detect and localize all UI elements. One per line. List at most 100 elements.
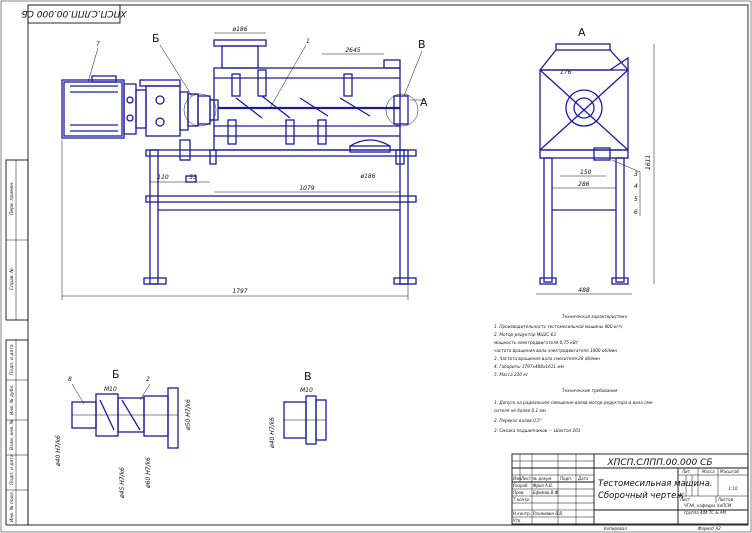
title-nctrl: Н.контр. [513, 511, 531, 516]
dim-d186-low: ø186 [359, 173, 375, 180]
dim-2645: 2645 [345, 47, 360, 54]
detail-v: В М10 ø40 H7/k6 [269, 370, 327, 449]
callout-7: 7 [96, 41, 100, 48]
title-role-sign: Подп. [560, 476, 572, 481]
detail-b-fit1: ø40 H7/k6 [55, 435, 62, 467]
tech-char-line-7: 5. Масса 230 кг [494, 372, 529, 377]
side-label-6: Подп. и дата [9, 454, 15, 485]
title-scale: 1:10 [729, 486, 738, 491]
callout-6: 6 [634, 209, 638, 216]
title-sheets: Листов [717, 497, 734, 502]
top-code-text: ХПСП.СЛПП.00.000 СБ [21, 8, 127, 18]
left-side-strip: Перв. примен. Справ. № Подп. и дата Инв.… [5, 159, 29, 526]
front-callouts: 1 7 Б В А [87, 32, 428, 109]
bearing-v [385, 93, 419, 127]
title-dev: Разраб. [513, 483, 529, 488]
front-view: ø186 2645 110 53 1079 ø186 1797 1 7 Б В … [61, 26, 428, 300]
dim-53: 53 [189, 174, 197, 181]
tech-char-line-5: 3. Частота вращения вала смесителя 28 об… [494, 356, 600, 361]
detail-b-fit3: ø60 H7/k6 [145, 457, 152, 489]
side-label-4: Инв. № дубл. [9, 384, 15, 415]
title-appr: Утв. [513, 518, 521, 523]
dim-1611: 1611 [645, 155, 652, 170]
callout-1: 1 [306, 38, 310, 45]
top-code-box: ХПСП.СЛПП.00.000 СБ [21, 4, 128, 24]
title-university-2: группа 444 ТС & АМ [684, 510, 727, 515]
dim-488: 488 [578, 287, 590, 294]
callout-2: 2 [146, 376, 150, 383]
trough [213, 39, 401, 145]
callout-5: 5 [634, 196, 638, 203]
title-name-line-2: Сборочный чертеж [598, 491, 684, 501]
side-dimensions: 176 150 286 1611 488 [536, 44, 655, 295]
tech-char-line-4: частота вращения вала электродвигателя 1… [494, 348, 617, 353]
tech-req-line-2: сителя не более 0,1 мм [494, 408, 546, 413]
front-dimensions: ø186 2645 110 53 1079 ø186 1797 [61, 26, 409, 300]
detail-b-label: Б [112, 368, 120, 381]
dim-d186-top: ø186 [231, 26, 247, 33]
detail-b-fit2: ø45 H7/k6 [119, 467, 126, 499]
title-block: ХПСП.СЛПП.00.000 СБ Тестомесильная машин… [511, 453, 749, 531]
callout-8: 8 [68, 376, 72, 383]
motor [61, 75, 147, 139]
title-chk: Пров. [513, 490, 525, 495]
detail-b-thread: М10 [104, 386, 117, 393]
side-callouts: 3 4 5 6 [611, 159, 641, 216]
sheet-inner-frame [27, 4, 749, 526]
detail-v-label: В [304, 370, 312, 383]
view-label-b: Б [152, 32, 160, 45]
title-role-list: Лист [520, 476, 532, 481]
title-role-date: Дата [577, 476, 589, 481]
tech-requirements: Технические требования 1. Допуск на ради… [494, 388, 654, 433]
dim-110: 110 [157, 174, 169, 181]
detail-b-fit4: ø50 H7/k6 [185, 399, 192, 431]
title-role-doc: № докум. [532, 476, 553, 481]
side-label-3: Подп. и дата [9, 344, 15, 375]
dim-150: 150 [580, 169, 592, 176]
tech-req-line-4: 3. Смазка подшипников — Шоктол 201 [494, 428, 581, 433]
side-view-label-a: А [578, 26, 586, 39]
title-code: ХПСП.СЛПП.00.000 СБ [606, 458, 712, 468]
main-frame [143, 149, 417, 285]
coupling-b [183, 93, 219, 127]
title-university-1: ЧГАА, кафедра ХиПСМ [684, 503, 732, 508]
tech-char-heading: Техническая характеристика [562, 314, 628, 319]
title-format: Формат А2 [698, 526, 721, 531]
gearbox [139, 79, 189, 137]
detail-v-thread: М10 [300, 387, 313, 394]
side-label-2: Справ. № [9, 268, 15, 290]
dim-1079: 1079 [299, 185, 314, 192]
tech-req-heading: Технические требования [562, 388, 618, 393]
tech-char-line-6: 4. Габариты 1797x488x1611 мм [494, 364, 564, 369]
title-chk-name: Ефимов В.Ф. [533, 490, 559, 495]
detail-b: Б 8 2 М10 ø40 H7/k6 ø45 H7/k6 ø60 H7/k6 … [55, 368, 192, 499]
title-lit: Лит. [681, 469, 691, 474]
tech-characteristics: Техническая характеристика 1. Производит… [494, 314, 628, 377]
title-dev-name: Фриз А.В. [533, 483, 553, 488]
tech-char-line-3: мощность электродвигателя 0,75 кВт [494, 340, 579, 345]
side-label-1: Перв. примен. [9, 181, 15, 215]
tech-char-line-1: 1. Производительность тестомесильной маш… [494, 324, 623, 329]
title-nctrl-name: Ранжевин В.В. [533, 511, 563, 516]
title-name-line-1: Тестомесильная машина. [598, 479, 713, 489]
tech-req-line-1: 1. Допуск на радиальное смещение валов м… [494, 400, 654, 405]
dim-1797: 1797 [232, 288, 247, 295]
title-mass: Масса [702, 469, 715, 474]
dim-286: 286 [578, 181, 590, 188]
detail-v-fit: ø40 H7/k6 [269, 417, 276, 449]
callout-3: 3 [634, 171, 638, 178]
dim-176: 176 [560, 69, 572, 76]
title-tctrl: Т.контр. [513, 497, 530, 502]
title-sheet: Лист [679, 497, 691, 502]
section-arrow-a: А [420, 96, 428, 109]
title-role-izm: Изм. [513, 476, 522, 481]
view-label-v: В [418, 38, 426, 51]
tech-char-line-2: 2. Мотор-редуктор МЦ2С-63 [494, 332, 556, 337]
side-label-7: Инв. № подл. [9, 491, 15, 522]
side-view-a: А 176 150 286 1611 488 3 4 [536, 26, 655, 295]
tech-req-line-3: 2. Перекос валов 0,5° [494, 418, 542, 423]
title-scale-header: Масштаб [720, 469, 740, 474]
side-label-5: Взам. инв. № [9, 419, 15, 450]
